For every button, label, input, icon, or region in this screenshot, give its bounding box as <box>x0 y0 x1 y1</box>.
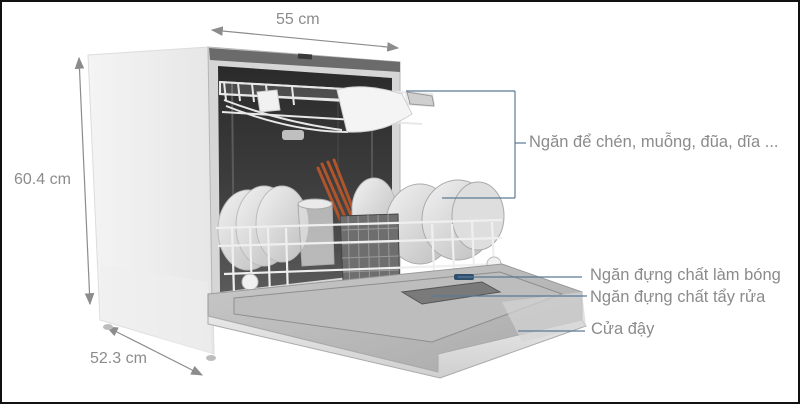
rinse-aid-compartment-label: Ngăn đựng chất làm bóng <box>590 266 781 284</box>
door-label: Cửa đậy <box>591 320 655 338</box>
width-dimension-arrow <box>210 26 400 52</box>
depth-dimension-label: 52.3 cm <box>90 350 147 367</box>
depth-dimension-arrow <box>105 326 204 376</box>
upper-rack-label: Ngăn để chén, muỗng, đũa, dĩa ... <box>529 133 779 151</box>
door-panel <box>207 263 587 379</box>
width-dimension-label: 55 cm <box>276 11 320 28</box>
height-dimension-arrow <box>74 56 95 306</box>
upper-rack-bracket <box>406 90 526 199</box>
height-dimension-label: 60.4 cm <box>14 171 71 188</box>
detergent-compartment-label: Ngăn đựng chất tẩy rửa <box>590 288 766 306</box>
